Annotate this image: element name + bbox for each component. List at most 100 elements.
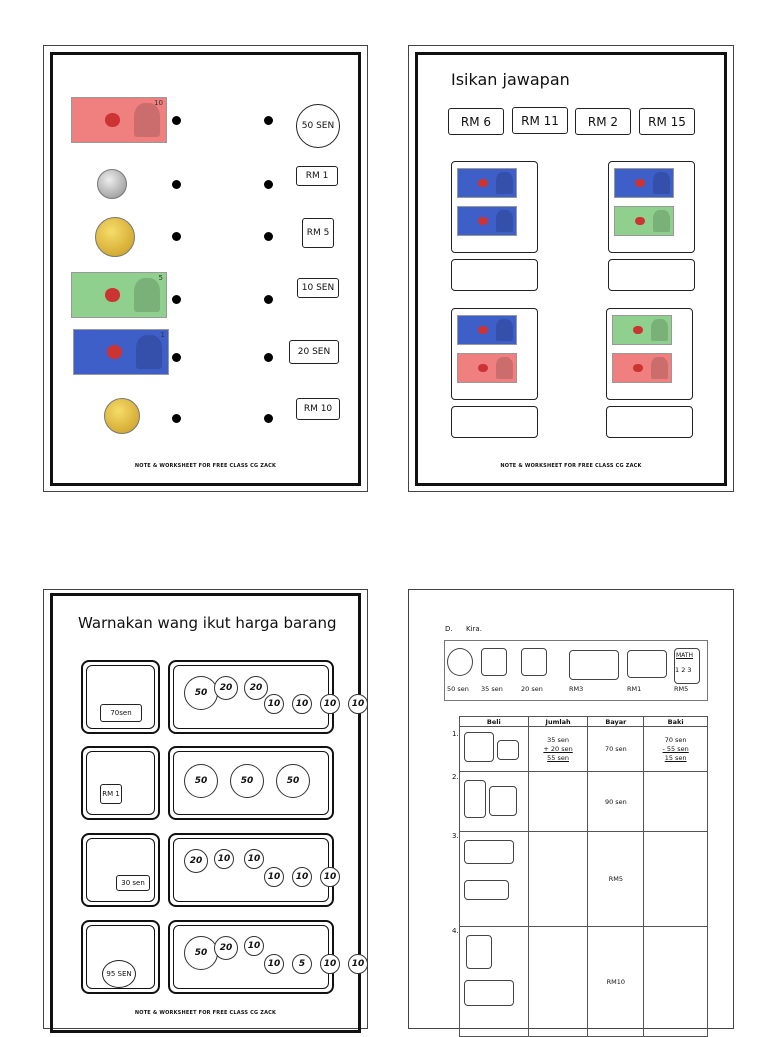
coin-20-sen: [104, 398, 140, 434]
pay-cell: RM5: [587, 831, 645, 927]
coin-10-sen[interactable]: 10: [320, 954, 340, 974]
pay-cell: 90 sen: [587, 771, 645, 832]
math-digits: 1 2 3: [675, 666, 692, 674]
pen-icon: [464, 880, 509, 900]
coin-10-sen: [97, 169, 127, 199]
match-dot-left[interactable]: [172, 232, 181, 241]
banknote-: [457, 206, 517, 236]
coin-20-sen[interactable]: 20: [214, 676, 238, 700]
price-tag: RM 10: [296, 398, 340, 420]
money-box: [608, 161, 695, 253]
page-footer: NOTE & WORKSHEET FOR FREE CLASS CG ZACK: [134, 1010, 277, 1016]
pay-cell: RM10: [587, 926, 645, 1037]
answer-option[interactable]: RM 2: [575, 108, 631, 135]
coin-50-sen[interactable]: 50: [184, 676, 218, 710]
answer-option[interactable]: RM 11: [512, 107, 568, 134]
coin-10-sen[interactable]: 10: [244, 849, 264, 869]
match-dot-left[interactable]: [172, 353, 181, 362]
change-cell[interactable]: [643, 771, 708, 832]
price-tag: 70sen: [100, 704, 142, 722]
price-label: 20 sen: [521, 685, 543, 693]
coin-10-sen[interactable]: 10: [320, 694, 340, 714]
answer-option[interactable]: RM 6: [448, 108, 504, 135]
price-tag: 20 SEN: [289, 340, 339, 364]
change-cell[interactable]: [643, 926, 708, 1037]
coin-50-sen[interactable]: 50: [184, 936, 218, 970]
math-book-icon: [674, 648, 700, 684]
row-number: 1.: [452, 730, 459, 738]
price-tag: RM 1: [296, 166, 338, 186]
coin-10-sen[interactable]: 10: [348, 954, 368, 974]
answer-box[interactable]: [451, 406, 538, 438]
price-tag: 30 sen: [116, 875, 150, 891]
coin-50-sen[interactable]: 50: [276, 764, 310, 798]
coin-20-sen[interactable]: 20: [214, 936, 238, 960]
match-dot-left[interactable]: [172, 295, 181, 304]
match-dot-left[interactable]: [172, 414, 181, 423]
coin-50-sen: [95, 217, 135, 257]
row-number: 3.: [452, 832, 459, 840]
coin-10-sen[interactable]: 10: [264, 954, 284, 974]
worksheet-page-fill-answer: Isikan jawapan RM 6 RM 11 RM 2 RM 15 NOT…: [408, 45, 734, 492]
price-label: RM5: [674, 685, 689, 693]
coin-10-sen[interactable]: 10: [348, 694, 368, 714]
coin-50-sen[interactable]: 50: [230, 764, 264, 798]
table-row: RM5: [459, 831, 708, 927]
coin-50-sen[interactable]: 50: [184, 764, 218, 798]
scissors-icon: [447, 648, 473, 676]
column-header: Baki: [643, 716, 708, 727]
coin-card: [168, 746, 334, 820]
match-dot-right[interactable]: [264, 414, 273, 423]
coin-10-sen[interactable]: 10: [264, 867, 284, 887]
math-book-icon: [466, 935, 492, 969]
coin-10-sen[interactable]: 10: [292, 867, 312, 887]
sharpener-icon: [489, 786, 517, 816]
banknote-: [612, 353, 672, 383]
table-row: RM10: [459, 926, 708, 1037]
answer-box[interactable]: [451, 259, 538, 291]
banknote-10: 10: [71, 97, 167, 143]
coin-10-sen[interactable]: 10: [320, 867, 340, 887]
coin-10-sen[interactable]: 10: [292, 694, 312, 714]
instruction: Kira.: [466, 625, 482, 633]
total-cell[interactable]: [527, 831, 589, 927]
sharpener-icon: [464, 732, 494, 762]
coin-20-sen[interactable]: 20: [184, 849, 208, 873]
coin-10-sen[interactable]: 10: [214, 849, 234, 869]
match-dot-right[interactable]: [264, 353, 273, 362]
eraser-icon: [521, 648, 547, 676]
coin-10-sen[interactable]: 10: [264, 694, 284, 714]
banknote-: [614, 206, 674, 236]
coin-10-sen[interactable]: 10: [244, 936, 264, 956]
price-label: RM3: [569, 685, 584, 693]
price-tag: 50 SEN: [296, 104, 340, 148]
banknote-: [614, 168, 674, 198]
match-dot-right[interactable]: [264, 295, 273, 304]
item-card: [81, 660, 160, 734]
match-dot-left[interactable]: [172, 180, 181, 189]
match-dot-right[interactable]: [264, 116, 273, 125]
change-cell[interactable]: [643, 831, 708, 927]
match-dot-right[interactable]: [264, 180, 273, 189]
match-dot-right[interactable]: [264, 232, 273, 241]
math-label: MATH: [676, 652, 693, 659]
coin-5-sen[interactable]: 5: [292, 954, 312, 974]
page-footer: NOTE & WORKSHEET FOR FREE CLASS CG ZACK: [134, 463, 277, 469]
item-card: [81, 746, 160, 820]
coin-20-sen[interactable]: 20: [244, 676, 268, 700]
pencil-case-icon: [464, 840, 514, 864]
answer-box[interactable]: [608, 259, 695, 291]
total-cell[interactable]: [527, 771, 589, 832]
answer-box[interactable]: [606, 406, 693, 438]
table-row: 90 sen: [459, 771, 708, 832]
money-box: [451, 308, 538, 400]
answer-option[interactable]: RM 15: [639, 108, 695, 135]
match-dot-left[interactable]: [172, 116, 181, 125]
total-cell[interactable]: [527, 926, 589, 1037]
section-label: D.: [445, 625, 453, 633]
